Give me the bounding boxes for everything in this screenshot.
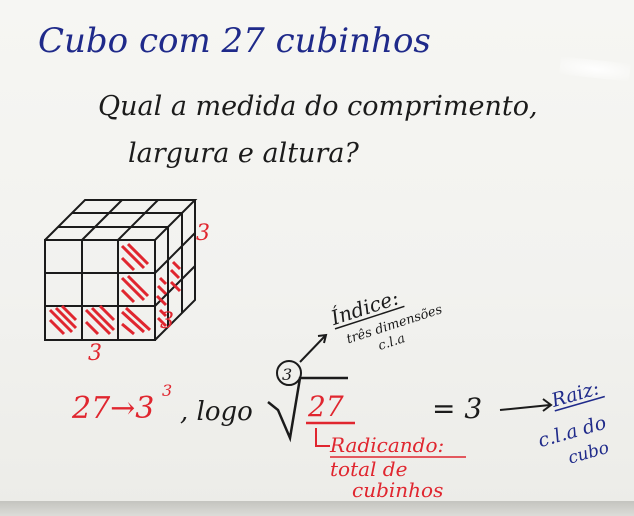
board-tray [0, 501, 634, 516]
indice-arrow [299, 335, 326, 363]
question-line-2: largura e altura? [128, 138, 359, 169]
question-line-1: Qual a medida do comprimento, [98, 91, 538, 122]
raiz-arrowhead [542, 398, 553, 412]
radical-sign [267, 376, 348, 443]
cube-label-right-top: 3 [196, 221, 210, 246]
equation-exponent: 3 [162, 381, 172, 400]
radical-index: 3 [282, 365, 292, 384]
cube-red-hatching [48, 242, 182, 336]
cube-label-bottom: 3 [88, 341, 102, 366]
radicand: 27 [307, 390, 344, 423]
equation-logo: , logo [180, 397, 253, 427]
equation-left: 27→3 [71, 391, 154, 426]
radicando-line-1: total de [330, 457, 407, 481]
board-title: Cubo com 27 cubinhos [38, 21, 431, 61]
cube-drawing [44, 199, 198, 341]
raiz-title: Raiz: [548, 377, 602, 412]
radicando-title: Radicando: [329, 433, 444, 457]
radicando-line-2: cubinhos [352, 478, 443, 502]
cube-label-right-bottom: 3 [160, 309, 174, 334]
radicando-arrow [315, 428, 330, 447]
equation-result: = 3 [432, 392, 482, 425]
raiz-arrow [499, 404, 551, 411]
index-circle [276, 360, 302, 386]
indice-arrowhead [317, 333, 328, 344]
